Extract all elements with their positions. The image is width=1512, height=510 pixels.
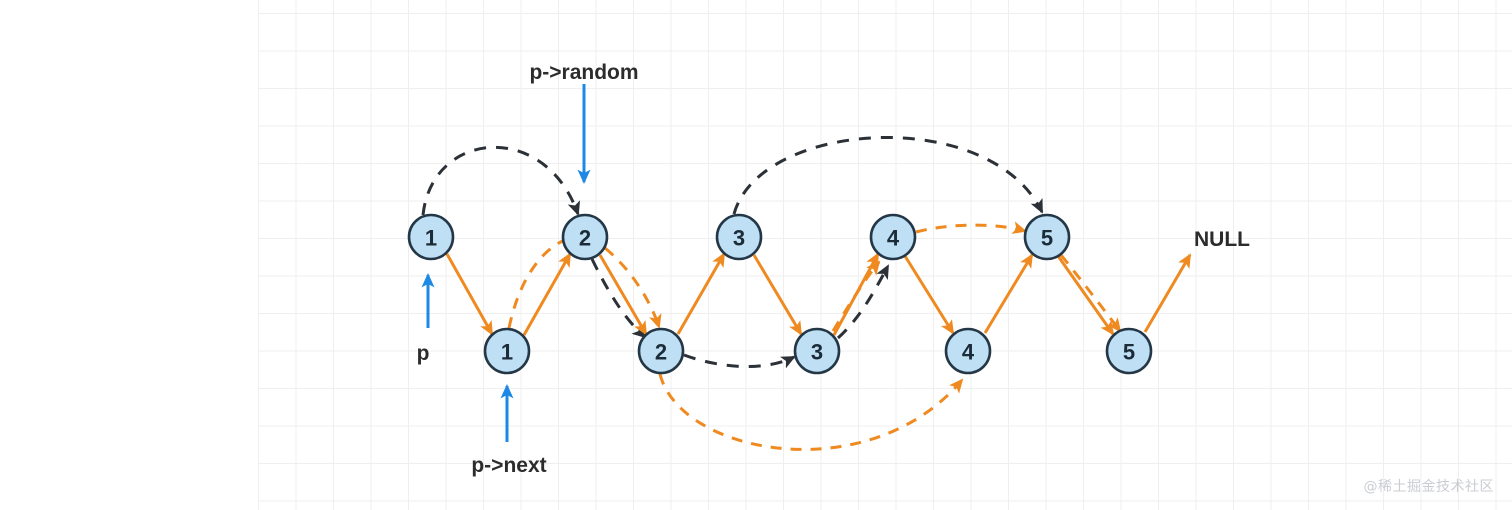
original-node-o3[interactable]: 3: [715, 213, 763, 261]
node-circle[interactable]: [483, 327, 531, 375]
next-edge-o3-c3: [752, 254, 803, 336]
node-circle[interactable]: [637, 327, 685, 375]
next-edge-c1-o2: [522, 252, 572, 336]
original-node-o5[interactable]: 5: [1023, 213, 1071, 261]
node-label: 2: [655, 340, 667, 365]
random-edge-c3-o4: [836, 264, 890, 340]
next-edge-o5-c5: [1056, 255, 1115, 336]
node-label: 1: [501, 340, 513, 365]
label-p: p: [417, 342, 430, 365]
copy-random-edge-c2-c4: [658, 373, 964, 451]
node-circle[interactable]: [715, 213, 763, 261]
node-label: 3: [811, 340, 823, 365]
copy-node-c1[interactable]: 1: [483, 327, 531, 375]
original-node-o4[interactable]: 4: [869, 213, 917, 261]
random-pointer-edges: [421, 136, 1044, 369]
next-edge-o1-c1: [445, 253, 494, 336]
node-circle[interactable]: [561, 213, 609, 261]
copy-node-c5[interactable]: 5: [1105, 327, 1153, 375]
node-label: 5: [1123, 340, 1135, 365]
random-edge-o2-c2: [590, 258, 647, 339]
original-node-o1[interactable]: 1: [407, 213, 455, 261]
node-label: 3: [733, 226, 745, 251]
next-edge-o2-c2: [598, 254, 648, 336]
next-pointer-edges: [445, 252, 1192, 336]
node-label: 5: [1041, 226, 1053, 251]
node-circle[interactable]: [407, 213, 455, 261]
node-circle[interactable]: [1105, 327, 1153, 375]
next-edge-c3-o4: [832, 252, 880, 336]
annotation-arrows: [421, 84, 591, 442]
random-edge-o3-o5: [732, 136, 1044, 215]
next-edge-c2-o3: [676, 252, 726, 335]
copy-random-edge-o2-c2: [604, 246, 662, 329]
copy-random-edge-o5-c5: [1059, 254, 1122, 333]
next-edge-o4-c4: [903, 255, 955, 335]
label-p-random: p->random: [529, 61, 638, 84]
node-circle[interactable]: [793, 327, 841, 375]
node-label: 4: [887, 226, 900, 251]
label-p-next: p->next: [471, 454, 546, 477]
watermark: @稀土掘金技术社区: [1363, 479, 1494, 495]
node-circle[interactable]: [869, 213, 917, 261]
node-label: 2: [579, 226, 591, 251]
node-label: 4: [962, 340, 975, 365]
copy-random-edge-o4-o5: [915, 221, 1027, 234]
original-node-o2[interactable]: 2: [561, 213, 609, 261]
copy-node-c4[interactable]: 4: [944, 327, 992, 375]
next-edge-c5-null: [1143, 253, 1192, 333]
node-label: 1: [425, 226, 437, 251]
copy-node-c2[interactable]: 2: [637, 327, 685, 375]
next-edge-c4-o5: [983, 253, 1034, 334]
random-edge-o1-o2: [421, 145, 581, 216]
random-edge-c2-c3: [683, 353, 796, 369]
node-circle[interactable]: [1023, 213, 1071, 261]
node-circle[interactable]: [944, 327, 992, 375]
label-null: NULL: [1194, 228, 1250, 251]
copy-node-c3[interactable]: 3: [793, 327, 841, 375]
copy-random-edge-c1-o2: [507, 238, 566, 329]
